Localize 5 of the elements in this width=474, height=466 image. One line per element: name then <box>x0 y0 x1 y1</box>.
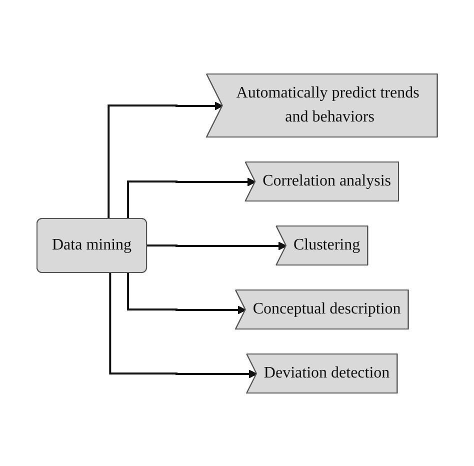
arrow <box>107 101 224 218</box>
arrow <box>109 272 258 378</box>
arrow <box>126 177 256 218</box>
arrow <box>146 241 287 250</box>
arrow <box>126 272 246 314</box>
